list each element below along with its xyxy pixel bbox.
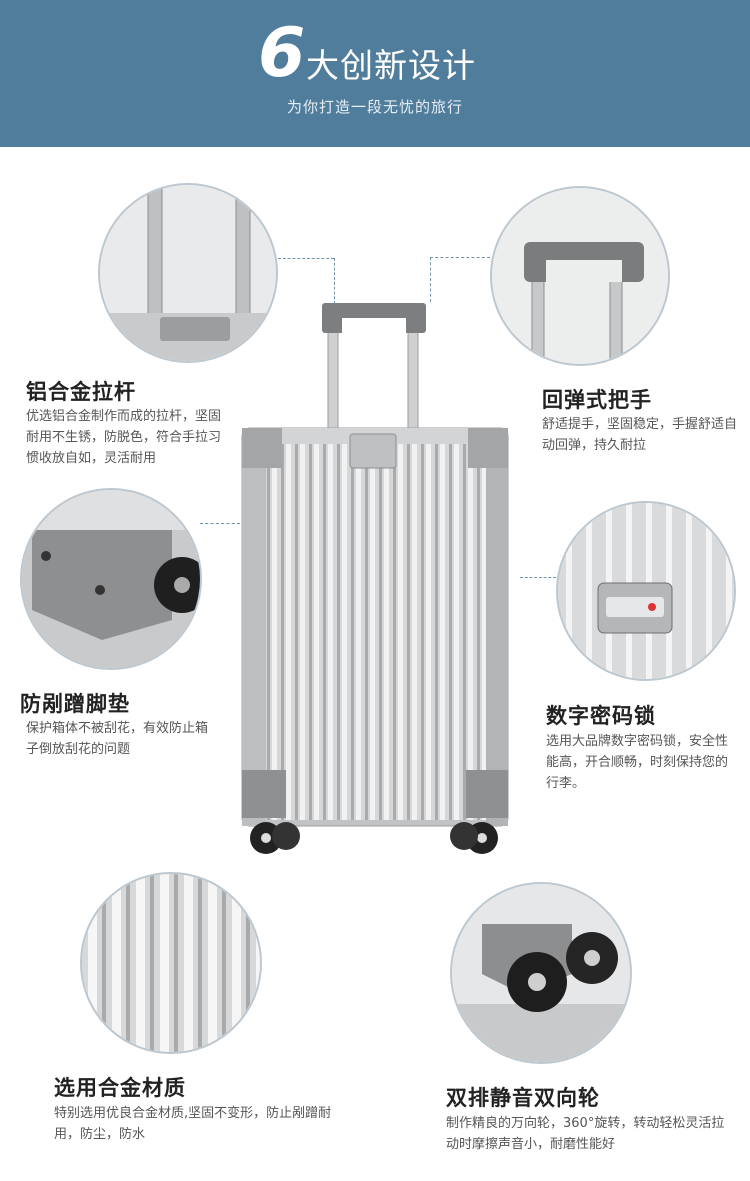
handle-closeup-image — [98, 183, 278, 363]
material-closeup-image — [80, 872, 262, 1054]
connector-grip — [430, 257, 490, 258]
corner-desc: 保护箱体不被刮花，有效防止箱子倒放刮花的问题 — [26, 721, 209, 757]
corner-title: 防剐蹭脚垫 — [20, 692, 130, 716]
header-banner: 6 大创新设计 为你打造一段无忧的旅行 — [0, 0, 750, 147]
connector-handle-v — [334, 258, 335, 304]
wheels-title: 双排静音双向轮 — [446, 1086, 600, 1110]
grip-desc: 舒适提手，坚固稳定，手握舒适自动回弹，持久耐拉 — [542, 417, 738, 453]
lock-closeup-image — [556, 501, 736, 681]
grip-title: 回弹式把手 — [542, 388, 652, 412]
handle-desc: 优选铝合金制作而成的拉杆，坚固耐用不生锈，防脱色，符合手拉习惯收放自如，灵活耐用 — [26, 409, 222, 466]
connector-handle — [278, 258, 334, 259]
connector-lock — [520, 577, 556, 578]
grip-closeup-image — [490, 186, 670, 366]
connector-corner — [200, 523, 240, 524]
lock-title: 数字密码锁 — [546, 704, 656, 728]
lock-desc: 选用大品牌数字密码锁，安全性能高，开合顺畅，时刻保持您的行李。 — [546, 734, 729, 791]
material-title: 选用合金材质 — [54, 1076, 186, 1100]
suitcase-image — [241, 303, 509, 854]
wheels-desc: 制作精良的万向轮，360°旋转，转动轻松灵活拉动时摩擦声音小，耐磨性能好 — [446, 1116, 725, 1152]
header-title: 大创新设计 — [306, 46, 476, 85]
wheels-closeup-image — [450, 882, 632, 1064]
corner-closeup-image — [20, 488, 202, 670]
connector-grip-v — [430, 257, 431, 302]
material-desc: 特别选用优良合金材质,坚固不变形，防止剐蹭耐用，防尘，防水 — [54, 1106, 332, 1142]
header-number: 6 — [258, 14, 306, 93]
header-subtitle: 为你打造一段无忧的旅行 — [286, 98, 463, 116]
handle-title: 铝合金拉杆 — [26, 380, 136, 404]
